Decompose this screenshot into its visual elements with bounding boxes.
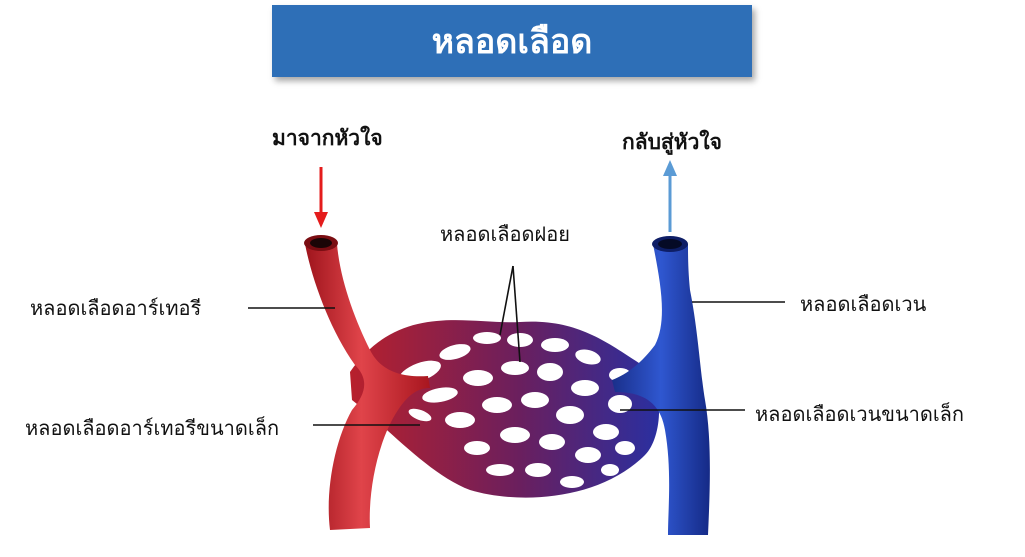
arrow-from-heart bbox=[314, 167, 328, 228]
label-capillary: หลอดเลือดฝอย bbox=[440, 222, 570, 246]
artery-shape bbox=[305, 244, 430, 530]
label-from-heart: มาจากหัวใจ bbox=[272, 126, 383, 150]
diagram-title: หลอดเลือด bbox=[431, 22, 593, 62]
capillary-mesh-holes bbox=[399, 332, 635, 488]
title-banner: หลอดเลือด bbox=[272, 5, 752, 77]
label-arteriole: หลอดเลือดอาร์เทอรีขนาดเล็ก bbox=[25, 416, 280, 440]
leader-lines bbox=[248, 265, 785, 426]
label-to-heart: กลับสู่หัวใจ bbox=[622, 130, 722, 154]
label-vein: หลอดเลือดเวน bbox=[800, 292, 927, 316]
label-venule: หลอดเลือดเวนขนาดเล็ก bbox=[755, 402, 965, 426]
arrow-to-heart bbox=[663, 160, 677, 232]
vein-shape bbox=[612, 244, 710, 535]
label-artery: หลอดเลือดอาร์เทอรี bbox=[30, 296, 202, 320]
